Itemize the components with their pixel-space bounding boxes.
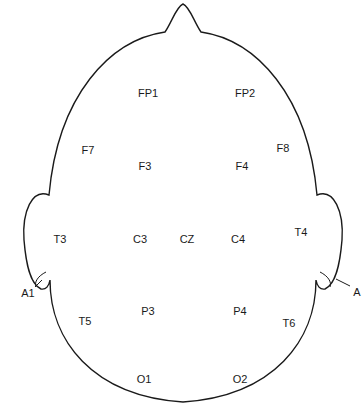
electrode-label: F8 [277, 143, 290, 154]
electrode-label: T4 [295, 227, 308, 238]
electrode-label: P3 [141, 306, 154, 317]
electrode-label: F3 [139, 161, 152, 172]
electrode-label: T3 [54, 234, 67, 245]
electrode-label: F4 [236, 161, 249, 172]
electrode-label: T5 [79, 316, 92, 327]
electrode-label: T6 [283, 318, 296, 329]
electrode-label: O1 [137, 374, 152, 385]
electrode-label: FP2 [235, 88, 255, 99]
left-ear-inner [35, 272, 46, 287]
electrode-label: A1 [21, 288, 34, 299]
electrode-label: C4 [231, 234, 245, 245]
electrode-label: F7 [82, 145, 95, 156]
electrode-label: P4 [233, 306, 246, 317]
leader-line [336, 279, 350, 286]
electrode-label: CZ [180, 234, 195, 245]
electrode-label: O2 [233, 374, 248, 385]
electrode-label: A [353, 287, 360, 298]
head-outline [24, 4, 343, 402]
electrode-label: C3 [133, 234, 147, 245]
right-ear-inner [320, 272, 331, 287]
leader-line [35, 280, 42, 287]
electrode-label: FP1 [138, 88, 158, 99]
